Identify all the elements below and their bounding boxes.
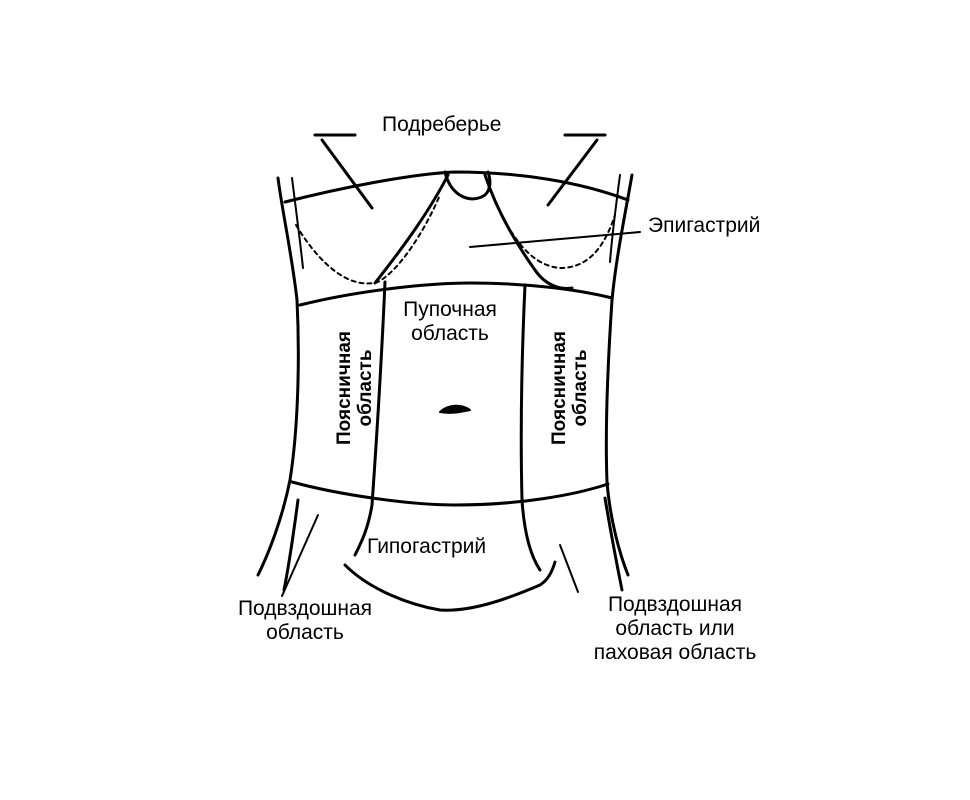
umbilical-label-line1: Пупочная: [403, 298, 497, 321]
right-flank-line: [609, 174, 621, 263]
lumbar-right-line1: Поясничная: [549, 331, 570, 445]
navel-mark: [439, 404, 471, 414]
lumbar-left-line1: Поясничная: [334, 331, 355, 445]
right-vertical-line: [519, 283, 542, 572]
iliac-left-line2: область: [266, 621, 344, 644]
epigastrium-leader-line: [469, 231, 641, 248]
upper-transverse-line: [283, 170, 630, 204]
lower-transverse-line: [290, 480, 610, 507]
right-rib-dashed: [489, 187, 616, 269]
hypochondrium-label: Подреберье: [382, 113, 502, 136]
lumbar-right-label: Поясничная область: [549, 313, 593, 463]
iliac-right-leader-line: [559, 544, 579, 593]
hypochondrium-left-bracket: [313, 133, 374, 210]
umbilical-label-line2: область: [411, 322, 489, 345]
right-hip-line: [603, 496, 624, 592]
left-costal-arch: [373, 173, 450, 285]
lumbar-left-label: Поясничная область: [334, 313, 378, 463]
hypogastric-lower-boundary: [343, 560, 557, 612]
epigastrium-label: Эпигастрий: [648, 214, 761, 237]
xiphoid-notch: [443, 170, 492, 201]
iliac-left-leader-line: [281, 514, 319, 597]
left-hip-line: [282, 498, 300, 592]
umbilical-region-label: Пупочная область: [380, 298, 520, 346]
hypogastrium-label: Гипогастрий: [367, 535, 487, 558]
iliac-right-line2: область или: [615, 617, 735, 640]
lumbar-right-line2: область: [570, 349, 591, 427]
iliac-right-line3: паховая область: [593, 641, 757, 664]
left-flank-line: [291, 177, 304, 269]
left-vertical-line: [353, 280, 387, 557]
iliac-left-label: Подвздошная область: [205, 597, 405, 645]
iliac-right-label: Подвздошная область или паховая область: [560, 593, 790, 665]
left-rib-dashed: [295, 194, 441, 285]
iliac-right-line1: Подвздошная: [607, 593, 743, 616]
middle-upper-transverse-line: [298, 281, 614, 307]
lumbar-left-line2: область: [355, 349, 376, 427]
iliac-left-line1: Подвздошная: [237, 597, 373, 620]
torso-left-contour: [256, 176, 300, 577]
torso-right-contour: [604, 173, 634, 577]
hypochondrium-right-bracket: [546, 133, 607, 207]
